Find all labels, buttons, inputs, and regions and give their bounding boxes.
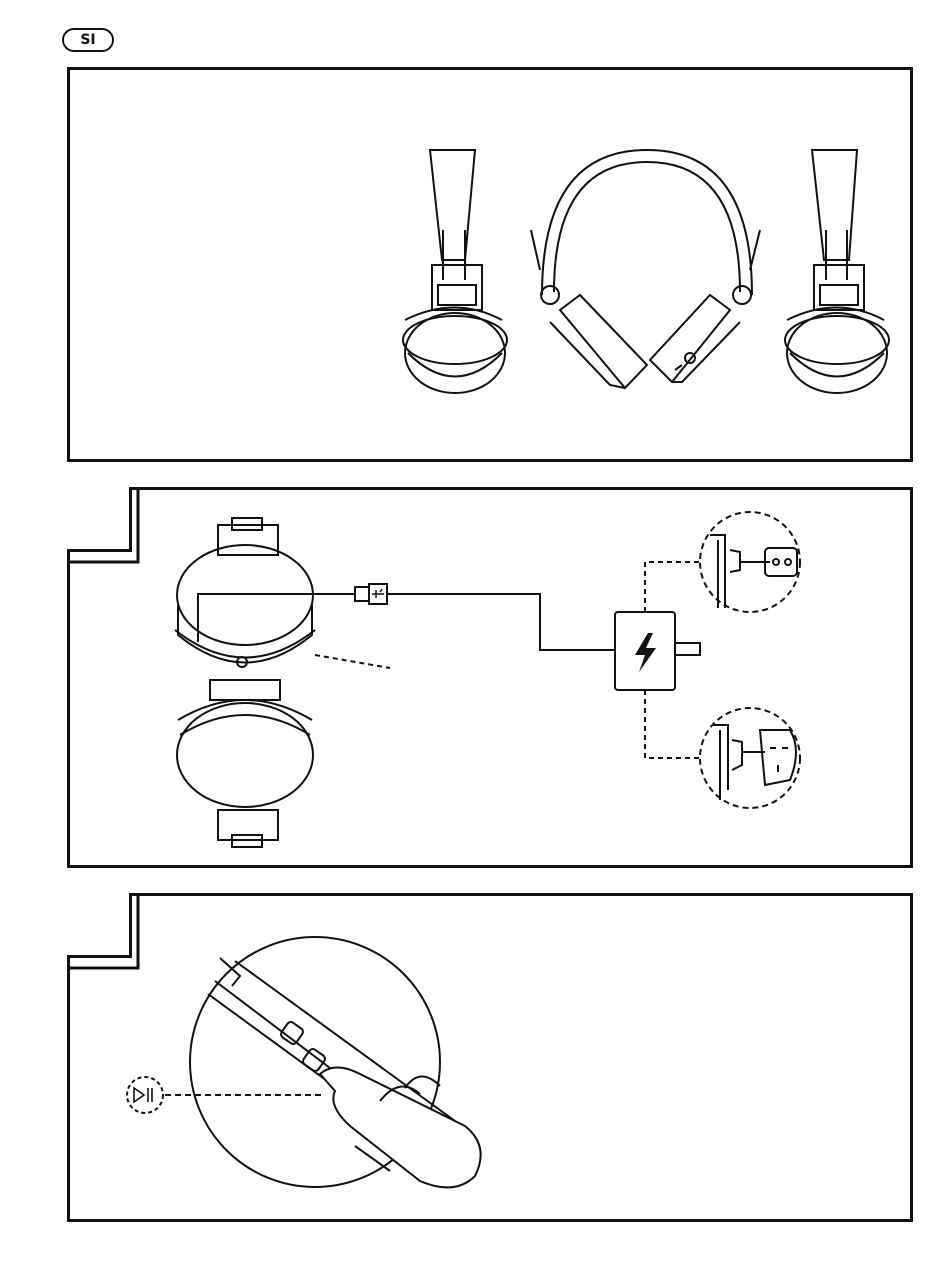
charging-panel xyxy=(67,487,913,868)
language-badge-label: SI xyxy=(80,32,95,48)
play-pause-illustration xyxy=(70,896,910,1219)
headphone-front-view xyxy=(531,150,760,388)
charging-illustration xyxy=(70,490,910,865)
lightning-bolt-icon xyxy=(635,633,656,672)
overview-panel xyxy=(67,67,913,462)
headphones-folded-top-view xyxy=(175,518,390,847)
play-pause-icon xyxy=(134,1088,152,1102)
usb-plug xyxy=(355,587,369,601)
headphone-side-view-right xyxy=(785,150,889,393)
headphone-side-view-left xyxy=(403,150,507,393)
hand-finger xyxy=(320,1068,481,1188)
headphones-overview-illustration xyxy=(70,70,910,459)
language-badge: SI xyxy=(62,28,114,52)
uk-socket-detail xyxy=(700,708,800,808)
play-pause-panel xyxy=(67,893,913,1222)
usb-icon xyxy=(372,589,384,598)
